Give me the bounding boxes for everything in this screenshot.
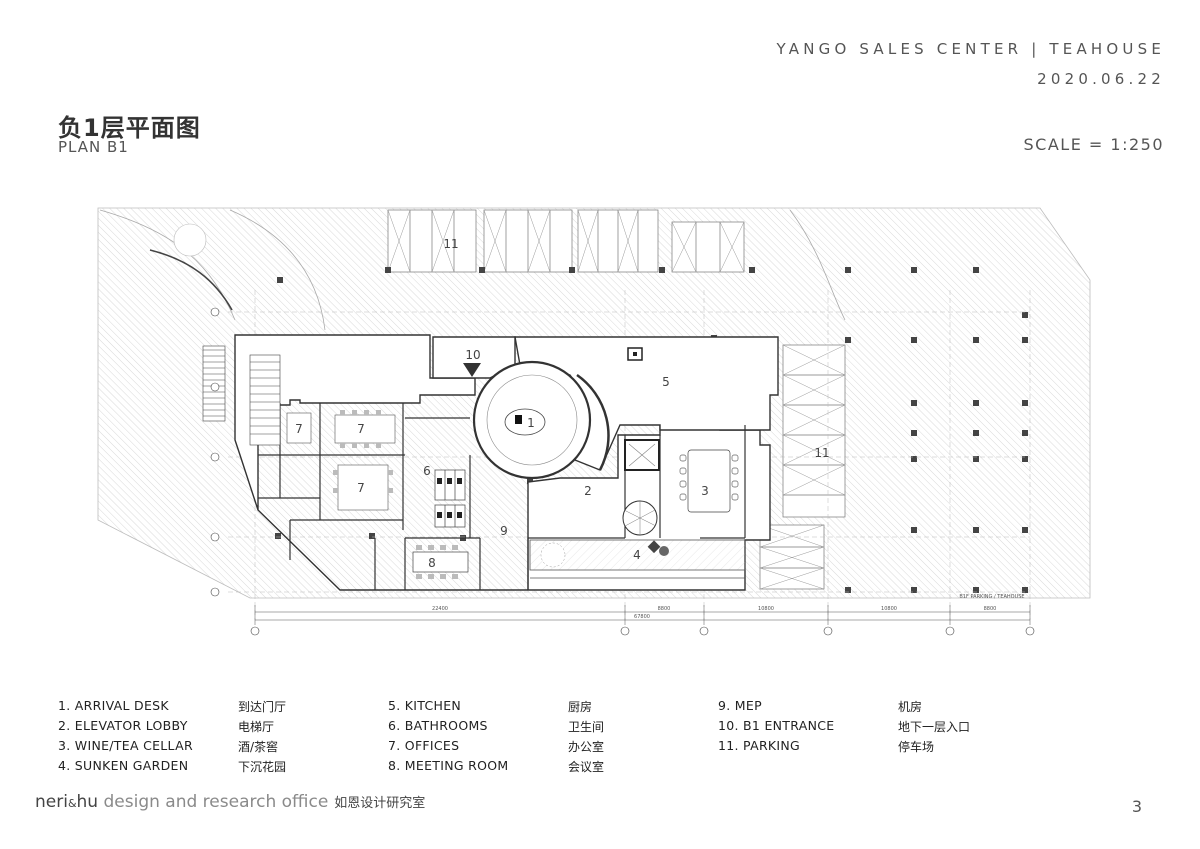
room-label-4: 4 (633, 548, 641, 562)
dim-4: 10800 (881, 606, 897, 612)
meeting-table (412, 545, 469, 579)
brand-neri: neri (35, 792, 68, 812)
room-label-10: 10 (465, 348, 480, 362)
page-number: 3 (1131, 797, 1142, 816)
footer-brand: neri&hu design and research office 如恩设计研究… (35, 792, 425, 812)
north-note: B1F PARKING / TEAHOUSE (959, 594, 1024, 600)
dim-1: 22400 (432, 606, 448, 612)
project-date: 2020.06.22 (1037, 70, 1165, 88)
room-label-5: 5 (662, 375, 670, 389)
room-label-6: 6 (423, 464, 431, 478)
legend-item: 8. MEETING ROOM (388, 758, 509, 773)
brand-cn: 如恩设计研究室 (334, 796, 426, 811)
grid-bubbles (210, 307, 1035, 636)
cellar-table (679, 449, 739, 513)
legend-item-cn: 到达门厅 (238, 700, 287, 714)
legend-item: 11. PARKING (718, 738, 801, 753)
dim-total: 67800 (634, 614, 650, 620)
room-label-1: 1 (527, 416, 535, 430)
room-label-3: 3 (701, 484, 709, 498)
legend-item-cn: 会议室 (568, 760, 605, 774)
project-title: YANGO SALES CENTER | TEAHOUSE (776, 40, 1165, 58)
dim-2: 8800 (658, 606, 671, 612)
legend-item: 5. KITCHEN (388, 698, 462, 713)
legend-item: 10. B1 ENTRANCE (718, 718, 835, 733)
legend-item-cn: 地下一层入口 (898, 720, 971, 734)
scale-label: SCALE = 1:250 (1023, 135, 1164, 154)
legend-item-cn: 办公室 (568, 740, 605, 754)
dim-5: 8800 (984, 606, 997, 612)
legend-item: 9. MEP (718, 698, 762, 713)
room-label-2: 2 (584, 484, 592, 498)
legend-item: 4. SUNKEN GARDEN (58, 758, 189, 773)
legend-item: 2. ELEVATOR LOBBY (58, 718, 188, 733)
legend-item: 6. BATHROOMS (388, 718, 488, 733)
b1-entrance-arrow (463, 363, 481, 377)
legend-item-cn: 停车场 (898, 740, 935, 754)
office-desks (286, 410, 396, 511)
room-label-8: 8 (428, 556, 436, 570)
plan-title-cn: 负1层平面图 (58, 114, 201, 142)
sunken-garden (529, 539, 746, 571)
room-label-7b: 7 (357, 422, 365, 436)
legend-item: 3. WINE/TEA CELLAR (58, 738, 193, 753)
legend-item: 7. OFFICES (388, 738, 460, 753)
plan-title-en: PLAN B1 (58, 138, 129, 156)
brand-ampersand: & (67, 797, 77, 810)
brand-hu: hu (76, 792, 99, 812)
room-label-9: 9 (500, 524, 508, 538)
legend-item-cn: 机房 (898, 700, 923, 714)
legend-item-cn: 酒/茶窖 (238, 740, 279, 754)
parking-bays-top (387, 209, 745, 273)
brand-rest: design and research office (98, 792, 329, 812)
legend-item-cn: 下沉花园 (238, 760, 287, 774)
legend-item-cn: 厨房 (568, 700, 593, 714)
bathroom-stalls (434, 469, 466, 528)
room-label-7a: 7 (295, 422, 303, 436)
dimension-line (254, 605, 1031, 625)
dim-3: 10800 (758, 606, 774, 612)
room-label-11a: 11 (443, 237, 458, 251)
legend-item-cn: 电梯厅 (238, 720, 275, 734)
room-label-11b: 11 (814, 446, 829, 460)
arrival-rotunda (472, 360, 592, 480)
legend-item: 1. ARRIVAL DESK (58, 698, 169, 713)
room-label-7c: 7 (357, 481, 365, 495)
legend-item-cn: 卫生间 (568, 720, 605, 734)
